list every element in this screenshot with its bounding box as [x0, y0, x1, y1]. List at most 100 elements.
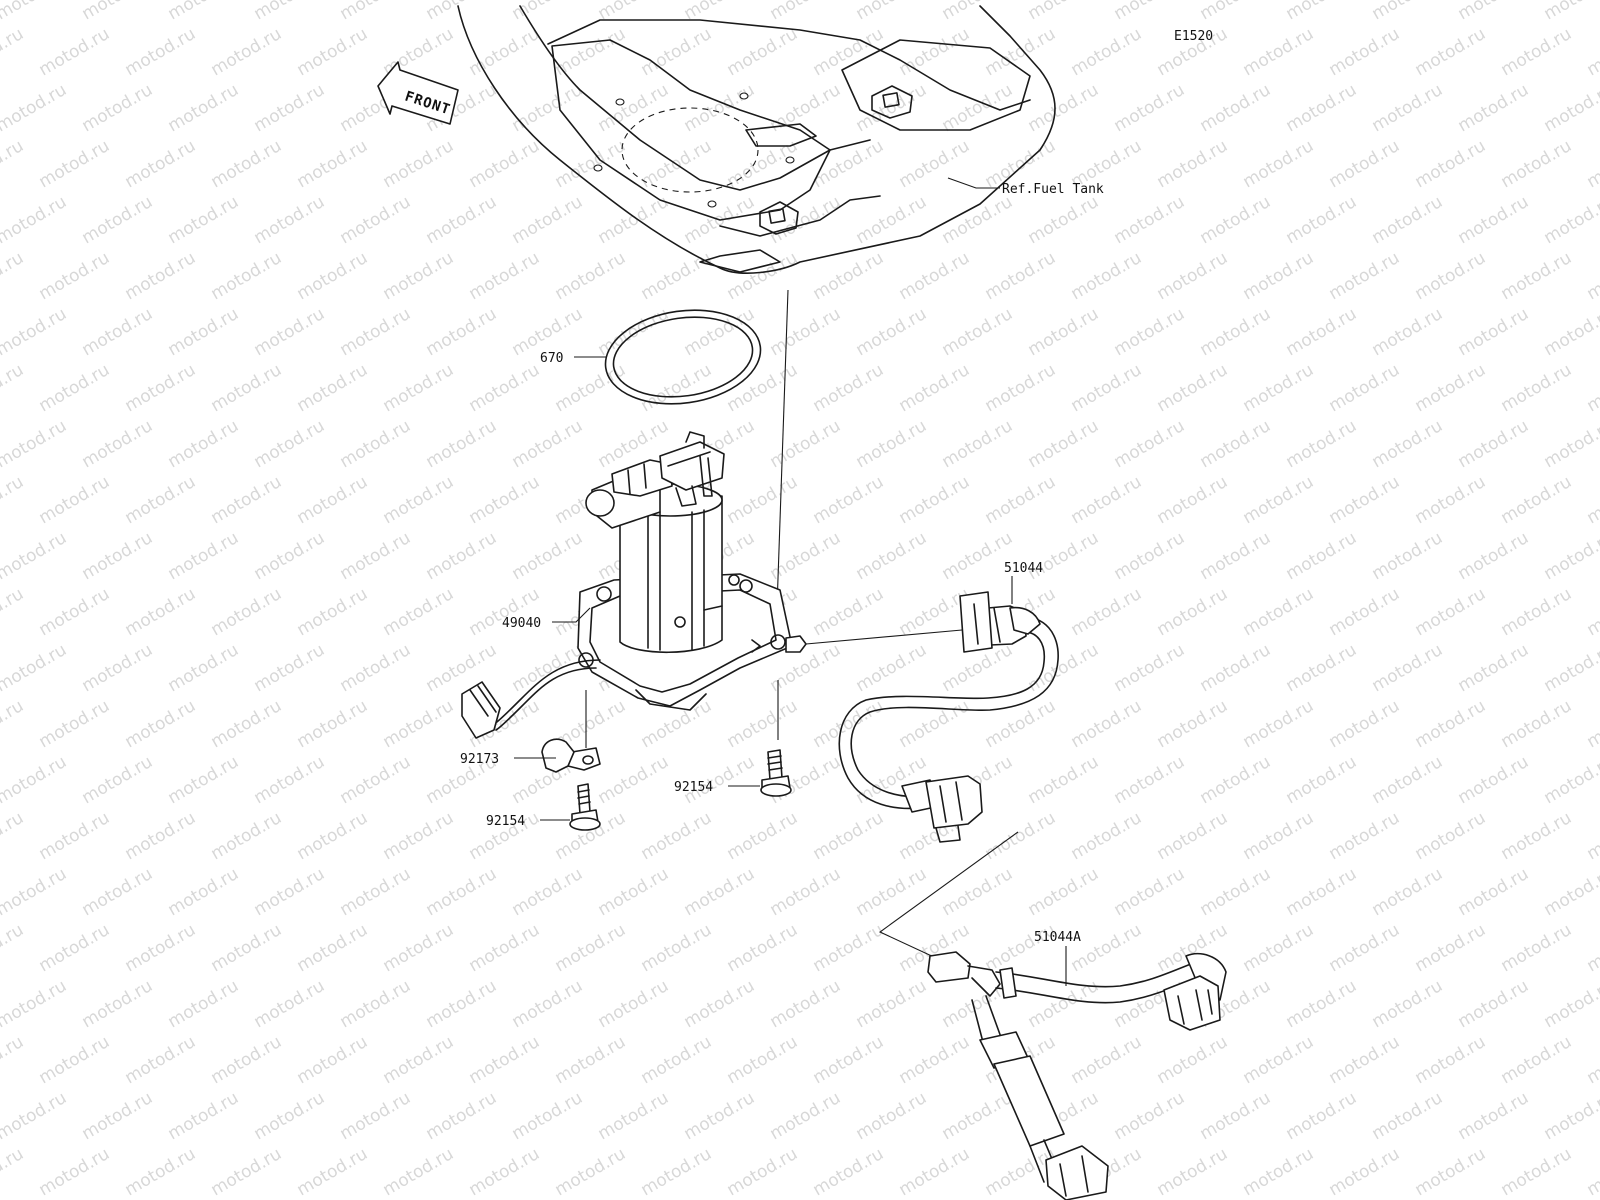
watermark-text: motod.ru	[0, 808, 27, 864]
watermark-text: motod.ru	[1111, 1088, 1189, 1144]
watermark-text: motod.ru	[208, 24, 286, 80]
watermark-text: motod.ru	[208, 696, 286, 752]
watermark-text: motod.ru	[165, 752, 243, 808]
watermark-text: motod.ru	[36, 584, 114, 640]
watermark-text: motod.ru	[208, 920, 286, 976]
watermark-text: motod.ru	[1240, 1032, 1318, 1088]
watermark-text: motod.ru	[36, 1032, 114, 1088]
front-arrow: FRONT	[377, 61, 459, 125]
watermark-text: motod.ru	[595, 752, 673, 808]
watermark-text: motod.ru	[1584, 136, 1600, 192]
watermark-text: motod.ru	[1412, 360, 1490, 416]
watermark-text: motod.ru	[1498, 136, 1576, 192]
watermark-text: motod.ru	[208, 136, 286, 192]
watermark-text: motod.ru	[1541, 1088, 1600, 1144]
watermark-text: motod.ru	[810, 1032, 888, 1088]
watermark-text: motod.ru	[1541, 640, 1600, 696]
watermark-text: motod.ru	[0, 80, 70, 136]
watermark-text: motod.ru	[853, 304, 931, 360]
watermark-text: motod.ru	[1240, 24, 1318, 80]
watermark-text: motod.ru	[1240, 1144, 1318, 1200]
watermark-text: motod.ru	[853, 192, 931, 248]
watermark-text: motod.ru	[466, 248, 544, 304]
watermark-text: motod.ru	[1412, 472, 1490, 528]
watermark-text: motod.ru	[423, 864, 501, 920]
watermark-text: motod.ru	[552, 920, 630, 976]
watermark-text: motod.ru	[1025, 192, 1103, 248]
watermark-text: motod.ru	[1197, 528, 1275, 584]
watermark-text: motod.ru	[810, 472, 888, 528]
watermark-text: motod.ru	[1240, 136, 1318, 192]
watermark-text: motod.ru	[0, 304, 70, 360]
watermark-text: motod.ru	[853, 416, 931, 472]
watermark-text: motod.ru	[939, 0, 1017, 24]
watermark-text: motod.ru	[982, 24, 1060, 80]
watermark-text: motod.ru	[1498, 696, 1576, 752]
watermark-text: motod.ru	[251, 864, 329, 920]
watermark-text: motod.ru	[0, 192, 70, 248]
watermark-text: motod.ru	[1498, 1144, 1576, 1200]
watermark-text: motod.ru	[79, 0, 157, 24]
watermark-text: motod.ru	[1369, 1088, 1447, 1144]
watermark-text: motod.ru	[466, 136, 544, 192]
watermark-text: motod.ru	[724, 248, 802, 304]
watermark-text: motod.ru	[1326, 360, 1404, 416]
watermark-text: motod.ru	[79, 80, 157, 136]
watermark-text: motod.ru	[36, 24, 114, 80]
watermark-text: motod.ru	[1455, 976, 1533, 1032]
watermark-text: motod.ru	[810, 696, 888, 752]
watermark-text: motod.ru	[36, 472, 114, 528]
watermark-text: motod.ru	[1498, 1032, 1576, 1088]
watermark-text: motod.ru	[1584, 808, 1600, 864]
watermark-text: motod.ru	[1584, 472, 1600, 528]
watermark-text: motod.ru	[79, 752, 157, 808]
watermark-text: motod.ru	[165, 640, 243, 696]
watermark-text: motod.ru	[509, 1088, 587, 1144]
watermark-text: motod.ru	[1326, 696, 1404, 752]
part-label-51044A: 51044A	[1034, 930, 1081, 945]
watermark-text: motod.ru	[1154, 1144, 1232, 1200]
watermark-text: motod.ru	[337, 864, 415, 920]
watermark-text: motod.ru	[724, 472, 802, 528]
watermark-text: motod.ru	[1584, 696, 1600, 752]
watermark-text: motod.ru	[1412, 1032, 1490, 1088]
watermark-text: motod.ru	[1412, 24, 1490, 80]
watermark-text: motod.ru	[79, 640, 157, 696]
watermark-text: motod.ru	[165, 80, 243, 136]
watermark-text: motod.ru	[0, 1144, 27, 1200]
watermark-text: motod.ru	[122, 1144, 200, 1200]
watermark-text: motod.ru	[122, 920, 200, 976]
watermark-text: motod.ru	[466, 920, 544, 976]
watermark-text: motod.ru	[1498, 248, 1576, 304]
watermark-text: motod.ru	[1541, 416, 1600, 472]
bolt-92154-left	[569, 783, 601, 831]
watermark-text: motod.ru	[1326, 1144, 1404, 1200]
watermark-text: motod.ru	[337, 752, 415, 808]
watermark-text: motod.ru	[1541, 752, 1600, 808]
watermark-text: motod.ru	[1541, 80, 1600, 136]
watermark-text: motod.ru	[423, 1088, 501, 1144]
watermark-text: motod.ru	[1584, 248, 1600, 304]
watermark-text: motod.ru	[982, 808, 1060, 864]
watermark-text: motod.ru	[1498, 472, 1576, 528]
watermark-text: motod.ru	[294, 248, 372, 304]
watermark-text: motod.ru	[1111, 528, 1189, 584]
watermark-text: motod.ru	[294, 920, 372, 976]
watermark-text: motod.ru	[1240, 696, 1318, 752]
watermark-text: motod.ru	[380, 136, 458, 192]
watermark-text: motod.ru	[165, 416, 243, 472]
watermark-text: motod.ru	[1197, 752, 1275, 808]
watermark-text: motod.ru	[896, 136, 974, 192]
watermark-text: motod.ru	[1154, 360, 1232, 416]
watermark-text: motod.ru	[423, 528, 501, 584]
watermark-text: motod.ru	[1068, 920, 1146, 976]
watermark-text: motod.ru	[509, 864, 587, 920]
watermark-text: motod.ru	[0, 1032, 27, 1088]
watermark-text: motod.ru	[1154, 248, 1232, 304]
watermark-text: motod.ru	[509, 976, 587, 1032]
watermark-text: motod.ru	[337, 0, 415, 24]
watermark-text: motod.ru	[337, 304, 415, 360]
watermark-text: motod.ru	[552, 248, 630, 304]
watermark-text: motod.ru	[1326, 136, 1404, 192]
watermark-text: motod.ru	[509, 640, 587, 696]
